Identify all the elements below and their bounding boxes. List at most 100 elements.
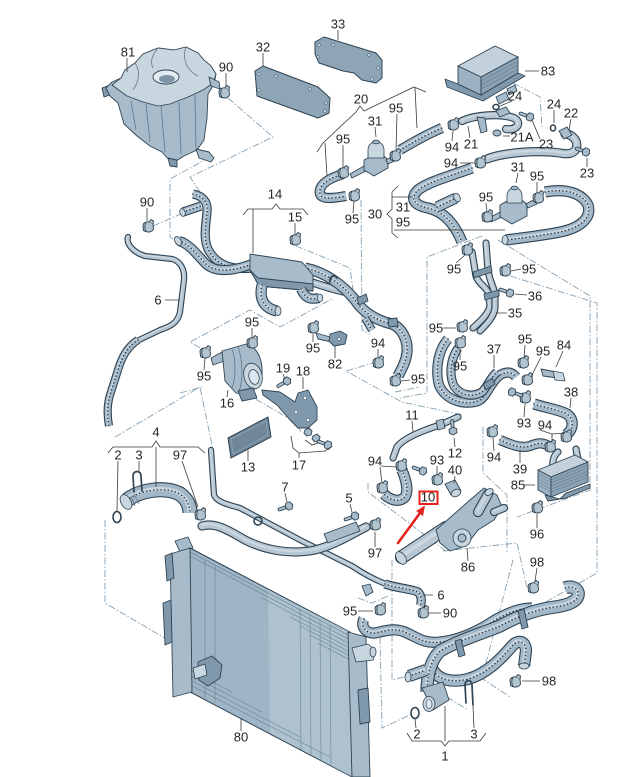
oil-cooler-83 [444, 45, 526, 105]
callout-97[interactable]: 97 [173, 448, 187, 463]
callout-31[interactable]: 31 [511, 160, 525, 175]
callout-7[interactable]: 7 [281, 480, 288, 495]
callout-37[interactable]: 37 [487, 342, 501, 357]
callout-93[interactable]: 93 [517, 416, 531, 431]
callout-19[interactable]: 19 [276, 361, 290, 376]
callout-95[interactable]: 95 [447, 262, 461, 277]
callout-35[interactable]: 35 [508, 306, 522, 321]
callout-11[interactable]: 11 [405, 408, 419, 423]
callout-95[interactable]: 95 [411, 372, 425, 387]
callout-18[interactable]: 18 [296, 364, 310, 379]
callout-24[interactable]: 24 [508, 89, 522, 104]
clamp-band [376, 482, 388, 494]
callout-97[interactable]: 97 [368, 546, 382, 561]
callout-95[interactable]: 95 [536, 344, 550, 359]
callout-24[interactable]: 24 [547, 97, 561, 112]
callout-84[interactable]: 84 [557, 338, 571, 353]
callout-80[interactable]: 80 [234, 730, 248, 745]
callout-22[interactable]: 22 [564, 106, 578, 121]
callout-17[interactable]: 17 [292, 458, 306, 473]
callout-1[interactable]: 1 [441, 749, 448, 764]
callout-2[interactable]: 2 [413, 727, 420, 742]
callout-81[interactable]: 81 [121, 45, 135, 60]
selected-callout-box[interactable] [418, 490, 439, 505]
valve-top [510, 185, 519, 191]
callout-94[interactable]: 94 [371, 336, 385, 351]
callout-40[interactable]: 40 [448, 463, 462, 478]
callout-95[interactable]: 95 [530, 169, 544, 184]
clamp-edge [463, 245, 466, 255]
callout-94[interactable]: 94 [445, 140, 459, 155]
callout-38[interactable]: 38 [564, 385, 578, 400]
callout-23[interactable]: 23 [580, 166, 594, 181]
tube-highlight [259, 283, 277, 312]
callout-4[interactable]: 4 [152, 425, 159, 440]
callout-98[interactable]: 98 [542, 674, 556, 689]
callout-95[interactable]: 95 [396, 215, 410, 230]
callout-90[interactable]: 90 [443, 606, 457, 621]
callout-21[interactable]: 21 [464, 137, 478, 152]
callout-85[interactable]: 85 [511, 478, 525, 493]
callout-31[interactable]: 31 [396, 200, 410, 215]
callout-31[interactable]: 31 [368, 114, 382, 129]
callout-95[interactable]: 95 [245, 315, 259, 330]
callout-6[interactable]: 6 [437, 588, 444, 603]
callout-95[interactable]: 95 [453, 359, 467, 374]
callout-32[interactable]: 32 [256, 40, 270, 55]
callout-94[interactable]: 94 [538, 418, 552, 433]
callout-95[interactable]: 95 [518, 332, 532, 347]
radiator-drain-plate [197, 655, 223, 687]
callout-86[interactable]: 86 [461, 560, 475, 575]
callout-90[interactable]: 90 [219, 60, 233, 75]
callout-95[interactable]: 95 [479, 190, 493, 205]
callout-2[interactable]: 2 [114, 448, 121, 463]
callout-94[interactable]: 94 [368, 454, 382, 469]
callout-23[interactable]: 23 [539, 137, 553, 152]
pipe-21-tee [476, 116, 488, 134]
callout-95[interactable]: 95 [345, 212, 359, 227]
assembly-line [295, 199, 371, 335]
coolant-housing-86 [394, 487, 509, 565]
callout-94[interactable]: 94 [487, 450, 501, 465]
callout-96[interactable]: 96 [530, 527, 544, 542]
tube-highlight [200, 523, 366, 553]
callout-20[interactable]: 20 [354, 92, 368, 107]
clamp-tab [401, 458, 407, 464]
clamp-tab [566, 429, 572, 435]
callout-33[interactable]: 33 [331, 17, 345, 32]
callout-95[interactable]: 95 [522, 262, 536, 277]
clamp-band [194, 509, 206, 521]
callout-98[interactable]: 98 [530, 555, 544, 570]
callout-30[interactable]: 30 [368, 207, 382, 222]
callout-13[interactable]: 13 [241, 460, 255, 475]
callout-6[interactable]: 6 [154, 293, 161, 308]
callout-14[interactable]: 14 [268, 187, 282, 202]
callout-95[interactable]: 95 [306, 341, 320, 356]
bolt-head [284, 501, 294, 511]
callout-82[interactable]: 82 [328, 357, 342, 372]
callout-94[interactable]: 94 [444, 156, 458, 171]
callout-5[interactable]: 5 [345, 491, 352, 506]
callout-12[interactable]: 12 [448, 446, 462, 461]
callout-95[interactable]: 95 [197, 369, 211, 384]
callout-95[interactable]: 95 [336, 132, 350, 147]
hose-texture [408, 669, 427, 677]
clamp-band [532, 192, 544, 204]
callout-39[interactable]: 39 [513, 462, 527, 477]
callout-93[interactable]: 93 [430, 453, 444, 468]
callout-90[interactable]: 90 [140, 195, 154, 210]
callout-3[interactable]: 3 [135, 448, 142, 463]
callout-15[interactable]: 15 [288, 210, 302, 225]
callout-95[interactable]: 95 [429, 321, 443, 336]
callout-36[interactable]: 36 [528, 289, 542, 304]
callout-10-selected[interactable]: 10 [421, 490, 435, 505]
callout-21a[interactable]: 21A [510, 130, 533, 145]
callout-95[interactable]: 95 [343, 604, 357, 619]
callout-16[interactable]: 16 [220, 396, 234, 411]
callout-95[interactable]: 95 [389, 101, 403, 116]
clamp-tab [148, 219, 154, 225]
clamp-edge [397, 461, 400, 471]
callout-3[interactable]: 3 [470, 727, 477, 742]
clamp-edge [458, 322, 461, 332]
callout-83[interactable]: 83 [541, 64, 555, 79]
